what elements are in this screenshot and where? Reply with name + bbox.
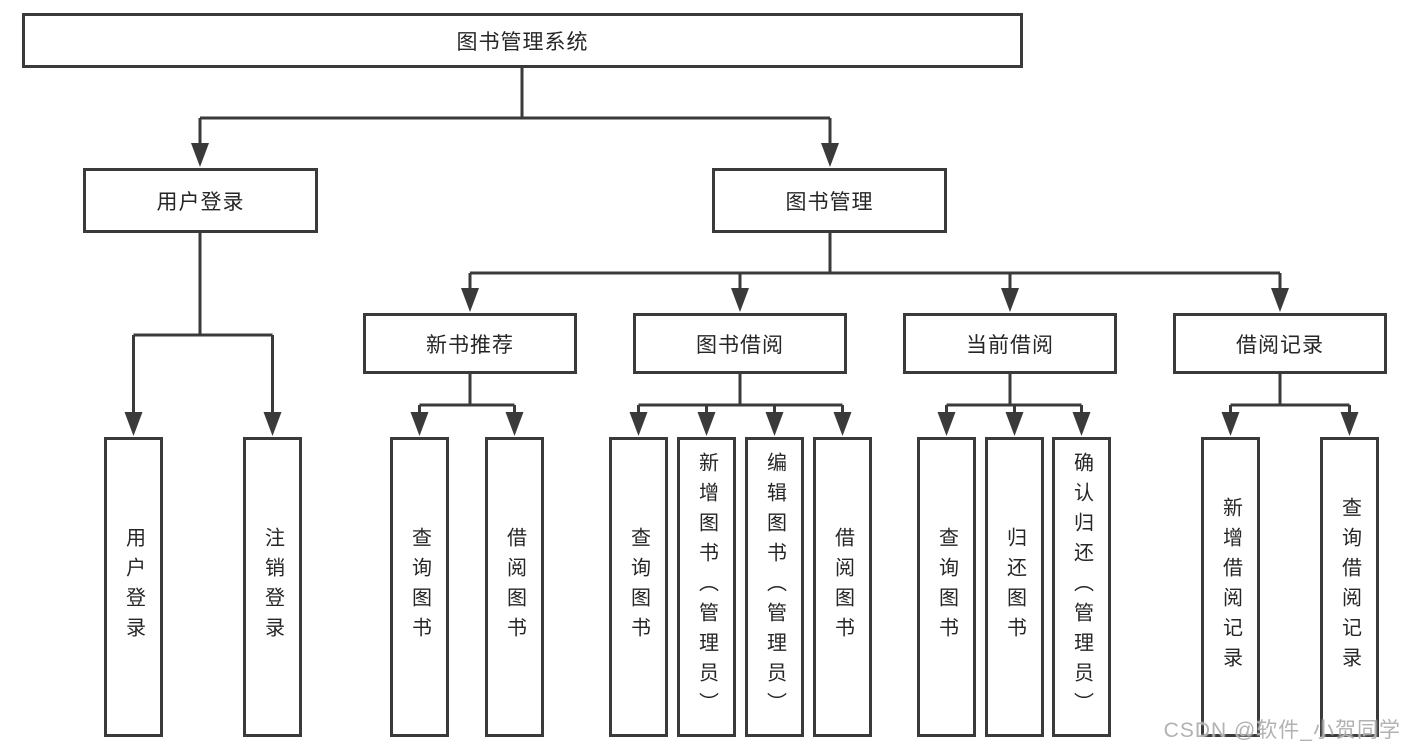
node-user-login-label: 用户登录	[156, 190, 245, 214]
node-new-book-recommendation-label: 新书推荐	[426, 333, 514, 357]
node-borrowing-records-label: 借阅记录	[1236, 333, 1324, 357]
leaf-current-query-books: 查询图书	[917, 437, 976, 737]
arrowheads	[124, 143, 1359, 436]
node-book-management: 图书管理	[712, 168, 947, 233]
leaf-newbook-query-books: 查询图书	[390, 437, 449, 737]
leaf-current-return-books: 归还图书	[985, 437, 1044, 737]
node-root: 图书管理系统	[22, 13, 1023, 68]
leaf-borrow-edit-books-admin: 编辑图书（管理员）	[745, 437, 804, 737]
csdn-watermark: CSDN @软件_小贺同学	[1163, 719, 1401, 742]
node-book-borrowing-label: 图书借阅	[696, 333, 784, 357]
leaf-borrow-query-books: 查询图书	[609, 437, 668, 737]
leaf-records-query-record: 查询借阅记录	[1320, 437, 1379, 737]
leaf-borrow-borrow-books: 借阅图书	[813, 437, 872, 737]
leaf-logout: 注销登录	[243, 437, 302, 737]
node-current-borrowing-label: 当前借阅	[966, 333, 1054, 357]
node-new-book-recommendation: 新书推荐	[363, 313, 577, 374]
leaf-borrow-add-books-admin: 新增图书（管理员）	[677, 437, 736, 737]
node-book-borrowing: 图书借阅	[633, 313, 847, 374]
leaf-current-confirm-return-admin: 确认归还（管理员）	[1052, 437, 1111, 737]
node-user-login: 用户登录	[83, 168, 318, 233]
leaf-records-add-record: 新增借阅记录	[1201, 437, 1260, 737]
node-book-management-label: 图书管理	[785, 190, 874, 214]
node-root-label: 图书管理系统	[456, 30, 589, 54]
leaf-newbook-borrow-books: 借阅图书	[485, 437, 544, 737]
node-current-borrowing: 当前借阅	[903, 313, 1117, 374]
leaf-user-login: 用户登录	[104, 437, 163, 737]
node-borrowing-records: 借阅记录	[1173, 313, 1387, 374]
